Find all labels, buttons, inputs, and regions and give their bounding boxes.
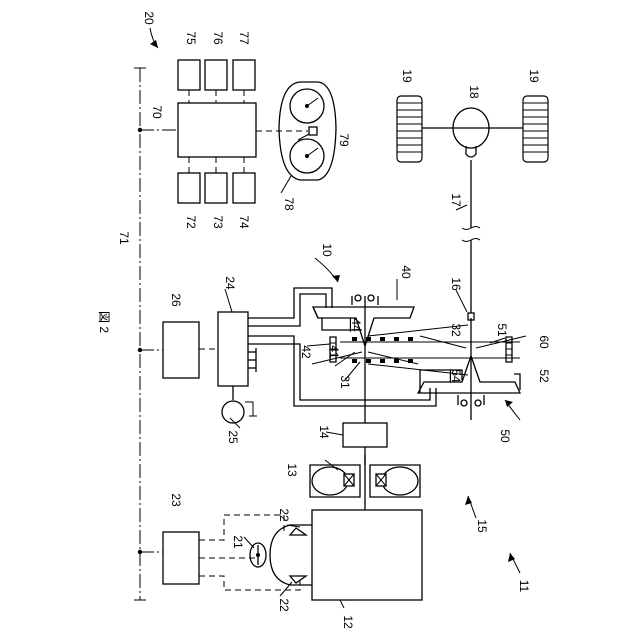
ref-70: 70 [150,105,164,119]
ref-77: 77 [237,31,251,45]
ref-50: 50 [498,429,512,443]
ref-14: 14 [317,425,331,439]
ecu-23 [163,515,300,590]
valve-body-24 [218,312,256,386]
ref-75: 75 [184,31,198,45]
ref-17: 17 [449,193,463,207]
ref-24: 24 [223,276,237,290]
ref-19-right: 19 [527,69,541,83]
ref-25: 25 [226,430,240,444]
ref-15: 15 [475,519,489,533]
ref-16: 16 [449,277,463,291]
final-drive [420,108,524,157]
ref-18: 18 [467,85,481,99]
ref-20: 20 [142,11,156,25]
ref-42: 42 [299,345,313,359]
ref-19-left: 19 [400,69,414,83]
ref-22-bottom: 22 [277,598,291,612]
oil-pump-25 [222,386,257,423]
ref-10: 10 [320,243,334,257]
ref-52: 52 [537,369,551,383]
ref-54: 54 [449,369,463,383]
ref-71: 71 [117,231,131,245]
ref-26: 26 [169,293,183,307]
ref-23: 23 [169,493,183,507]
ref-31: 31 [338,375,352,389]
ref-79: 79 [337,133,351,147]
ref-78: 78 [282,197,296,211]
ref-22-top: 22 [277,508,291,522]
ref-44: 44 [349,318,363,332]
ref-41: 41 [327,345,341,359]
ref-73: 73 [211,215,225,229]
ref-76: 76 [211,31,225,45]
drive-belt-60 [340,325,520,375]
ref-11: 11 [517,580,531,593]
ecu-26 [163,322,218,378]
wheel-right [523,96,548,162]
engine-12 [312,510,422,600]
ref-60: 60 [537,335,551,349]
figure-title-text: 図 2 [97,311,111,333]
controller-70 [178,60,308,203]
wheel-left [397,96,422,162]
ref-12: 12 [341,615,355,629]
figure-title: 図 2 [97,311,111,333]
ref-13: 13 [285,463,299,477]
ref-74: 74 [237,215,251,229]
ref-21: 21 [231,535,245,549]
intake-21 [250,525,312,585]
ref-72: 72 [184,215,198,229]
propeller-shaft [462,160,480,320]
ref-32: 32 [449,323,463,337]
ref-40: 40 [399,265,413,279]
ref-51: 51 [495,323,509,337]
